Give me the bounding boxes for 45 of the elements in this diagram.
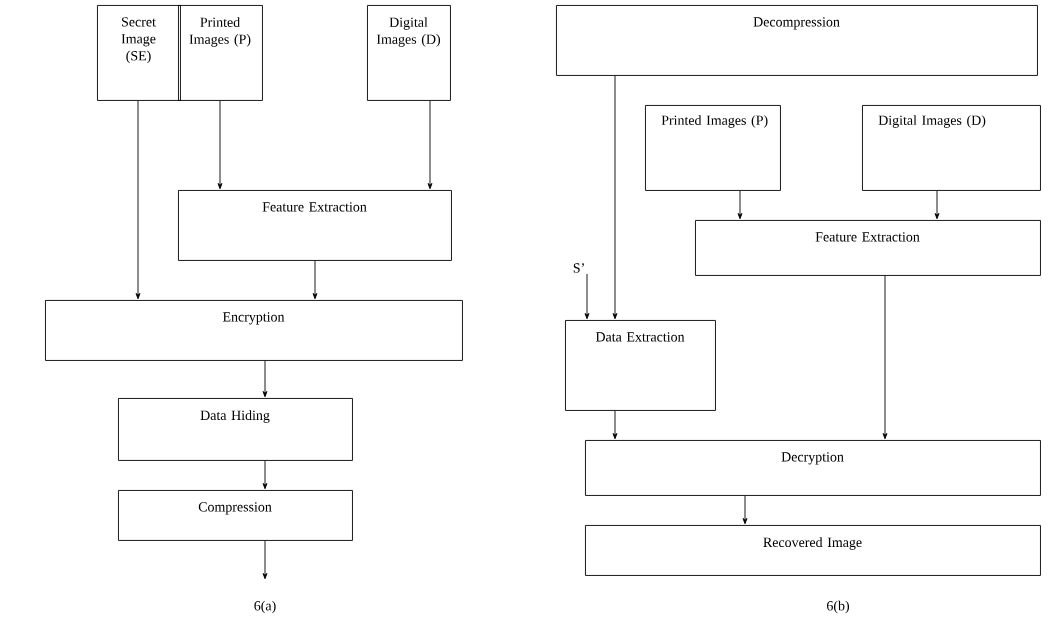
process-box: [862, 105, 1041, 191]
box-text: Printed Images (P): [189, 17, 251, 47]
arrow: [312, 260, 318, 300]
process-box: [367, 5, 451, 101]
process-box: [556, 5, 1038, 76]
arrow: [612, 410, 618, 440]
box-text: Secret Image (SE): [121, 17, 156, 64]
arrow: [584, 273, 590, 320]
process-box: [118, 490, 353, 541]
arrow: [882, 275, 888, 440]
box-text: Encryption: [222, 312, 285, 325]
box-text: Data Extraction: [595, 332, 685, 342]
box-text: Compression: [198, 502, 272, 515]
box-text: Digital Images (D): [878, 115, 986, 128]
box-text: Feature Extraction: [262, 202, 367, 212]
arrow: [742, 495, 748, 525]
process-box: [565, 320, 716, 411]
figure-label: 6(a): [254, 600, 276, 614]
arrow: [262, 540, 268, 580]
arrow: [427, 100, 433, 190]
box-text: Digital Images (D): [376, 17, 441, 47]
process-box: [645, 105, 781, 191]
arrow: [612, 75, 618, 320]
arrow: [262, 360, 268, 398]
box-text: Decompression: [753, 17, 840, 30]
box-text: Decryption: [781, 452, 844, 465]
arrow: [934, 190, 940, 220]
process-box: [45, 300, 463, 361]
process-box: [178, 5, 263, 101]
process-box: [97, 5, 181, 101]
process-box: [585, 525, 1041, 576]
process-box: [585, 440, 1041, 496]
arrow: [135, 100, 141, 300]
process-box: [118, 398, 353, 461]
box-text: Printed Images (P): [661, 115, 768, 128]
box-text: Recovered Image: [763, 537, 862, 550]
signal-label: S’: [573, 263, 584, 273]
arrow: [262, 460, 268, 490]
box-text: Data Hiding: [200, 410, 270, 423]
arrow: [217, 100, 223, 190]
arrow: [737, 190, 743, 220]
figure-label: 6(b): [827, 600, 849, 614]
process-box: [178, 190, 452, 261]
process-box: [695, 220, 1041, 276]
box-text: Feature Extraction: [815, 232, 920, 242]
